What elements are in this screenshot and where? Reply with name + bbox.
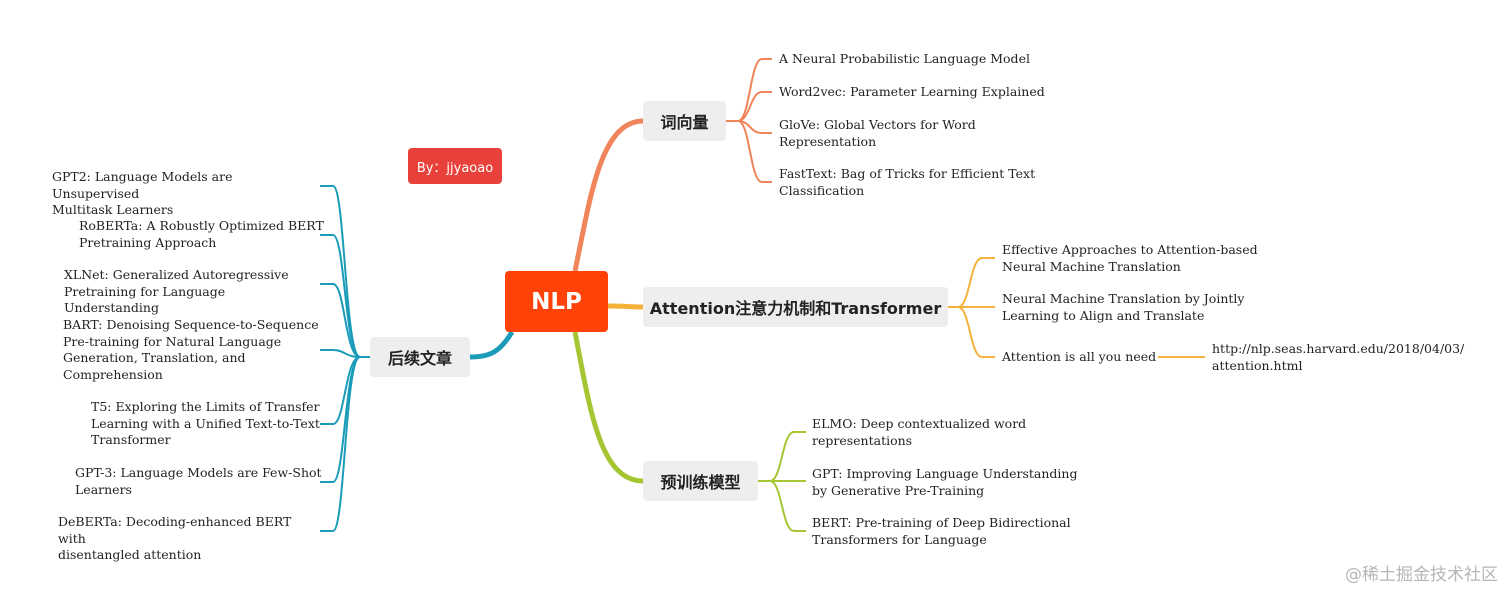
link-pretrain-leaf xyxy=(758,480,806,532)
link-followup-leaf xyxy=(320,234,370,358)
link-followup-leaf xyxy=(320,349,370,358)
leaf-elmo[interactable]: ELMO: Deep contextualized word represent… xyxy=(812,416,1027,448)
leaf-word2vec[interactable]: Word2vec: Parameter Learning Explained xyxy=(779,84,1045,99)
branch-wordvec[interactable]: 词向量 xyxy=(643,101,726,141)
leaf-deberta[interactable]: DeBERTa: Decoding-enhanced BERT with dis… xyxy=(58,514,292,562)
leaf-bart[interactable]: BART: Denoising Sequence-to-Sequence Pre… xyxy=(63,317,319,382)
link-central-attention xyxy=(607,303,644,310)
leaf-harvard-link[interactable]: http://nlp.seas.harvard.edu/2018/04/03/ … xyxy=(1212,341,1465,373)
leaf-nmt-align[interactable]: Neural Machine Translation by Jointly Le… xyxy=(1002,291,1245,323)
link-wordvec-leaf xyxy=(726,120,772,183)
leaf-glove[interactable]: GloVe: Global Vectors for Word Represent… xyxy=(779,117,976,149)
link-pretrain-leaf xyxy=(758,431,806,482)
link-followup-leaf xyxy=(320,185,370,358)
leaf-effective-approaches[interactable]: Effective Approaches to Attention-based … xyxy=(1002,242,1258,274)
link-attention-leaf xyxy=(948,257,995,308)
leaf-t5[interactable]: T5: Exploring the Limits of Transfer Lea… xyxy=(91,399,320,447)
branch-pretrain[interactable]: 预训练模型 xyxy=(643,461,758,501)
branch-attention[interactable]: Attention注意力机制和Transformer xyxy=(643,287,948,327)
link-wordvec-leaf xyxy=(726,58,772,122)
link-central-followup xyxy=(469,330,515,360)
link-attention-leaf xyxy=(948,306,995,358)
watermark-text: @稀土掘金技术社区 xyxy=(1345,565,1498,585)
author-label[interactable]: By：jjyaoao xyxy=(408,148,502,184)
leaf-gpt[interactable]: GPT: Improving Language Understanding by… xyxy=(812,466,1078,498)
leaf-roberta[interactable]: RoBERTa: A Robustly Optimized BERT Pretr… xyxy=(79,218,324,250)
central-topic-nlp[interactable]: NLP xyxy=(505,271,608,332)
link-central-pretrain xyxy=(572,331,644,484)
leaf-fasttext[interactable]: FastText: Bag of Tricks for Efficient Te… xyxy=(779,166,1036,198)
link-central-wordvec xyxy=(572,118,644,272)
leaf-bert[interactable]: BERT: Pre-training of Deep Bidirectional… xyxy=(812,515,1071,547)
leaf-attention-all-you-need[interactable]: Attention is all you need xyxy=(1002,349,1157,364)
leaf-nplm[interactable]: A Neural Probabilistic Language Model xyxy=(779,51,1030,66)
link-followup-leaf xyxy=(320,356,370,483)
link-wordvec-leaf xyxy=(726,120,772,134)
leaf-xlnet[interactable]: XLNet: Generalized Autoregressive Pretra… xyxy=(64,267,289,315)
leaf-gpt3[interactable]: GPT-3: Language Models are Few-Shot Lear… xyxy=(75,465,322,497)
branch-followup[interactable]: 后续文章 xyxy=(370,337,470,377)
leaf-gpt2[interactable]: GPT2: Language Models are Unsupervised M… xyxy=(52,169,233,217)
link-followup-leaf xyxy=(320,356,370,532)
